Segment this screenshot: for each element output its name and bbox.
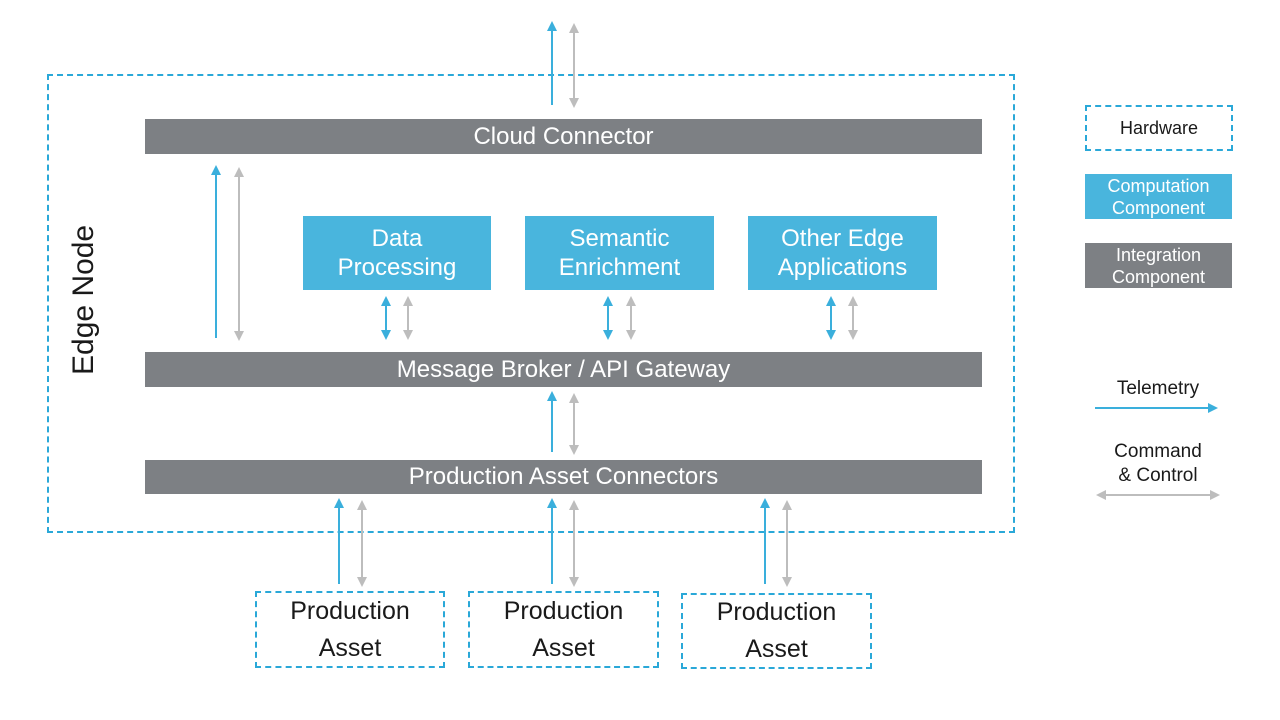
production-asset-label: Production Asset xyxy=(716,598,837,663)
legend-command-label: Command & Control xyxy=(1114,441,1202,486)
data-processing-box: Data Processing xyxy=(303,216,491,290)
legend-hardware-label: Hardware xyxy=(1119,118,1199,138)
legend-computation-label: Computation Component xyxy=(1107,175,1210,218)
data-processing-label: Data Processing xyxy=(337,225,457,281)
asset-connectors-bar: Production Asset Connectors xyxy=(145,460,982,494)
other-edge-applications-box: Other Edge Applications xyxy=(748,216,937,290)
production-asset-3: Production Asset xyxy=(681,593,872,669)
message-broker-bar: Message Broker / API Gateway xyxy=(145,352,982,387)
production-asset-label: Production Asset xyxy=(503,596,624,662)
semantic-enrichment-box: Semantic Enrichment xyxy=(525,216,714,290)
cloud-connector-bar: Cloud Connector xyxy=(145,119,982,154)
legend-hardware: Hardware xyxy=(1085,105,1233,151)
semantic-enrichment-label: Semantic Enrichment xyxy=(558,225,681,281)
legend-integration-label: Integration Component xyxy=(1111,244,1206,287)
edge-node-boundary xyxy=(47,74,1015,533)
production-asset-label: Production Asset xyxy=(290,596,410,662)
production-asset-1: Production Asset xyxy=(255,591,445,668)
legend-integration: Integration Component xyxy=(1085,243,1232,288)
other-edge-applications-label: Other Edge Applications xyxy=(777,225,908,281)
legend-telemetry-label: Telemetry xyxy=(1116,378,1200,399)
production-asset-2: Production Asset xyxy=(468,591,659,668)
legend-computation: Computation Component xyxy=(1085,174,1232,219)
